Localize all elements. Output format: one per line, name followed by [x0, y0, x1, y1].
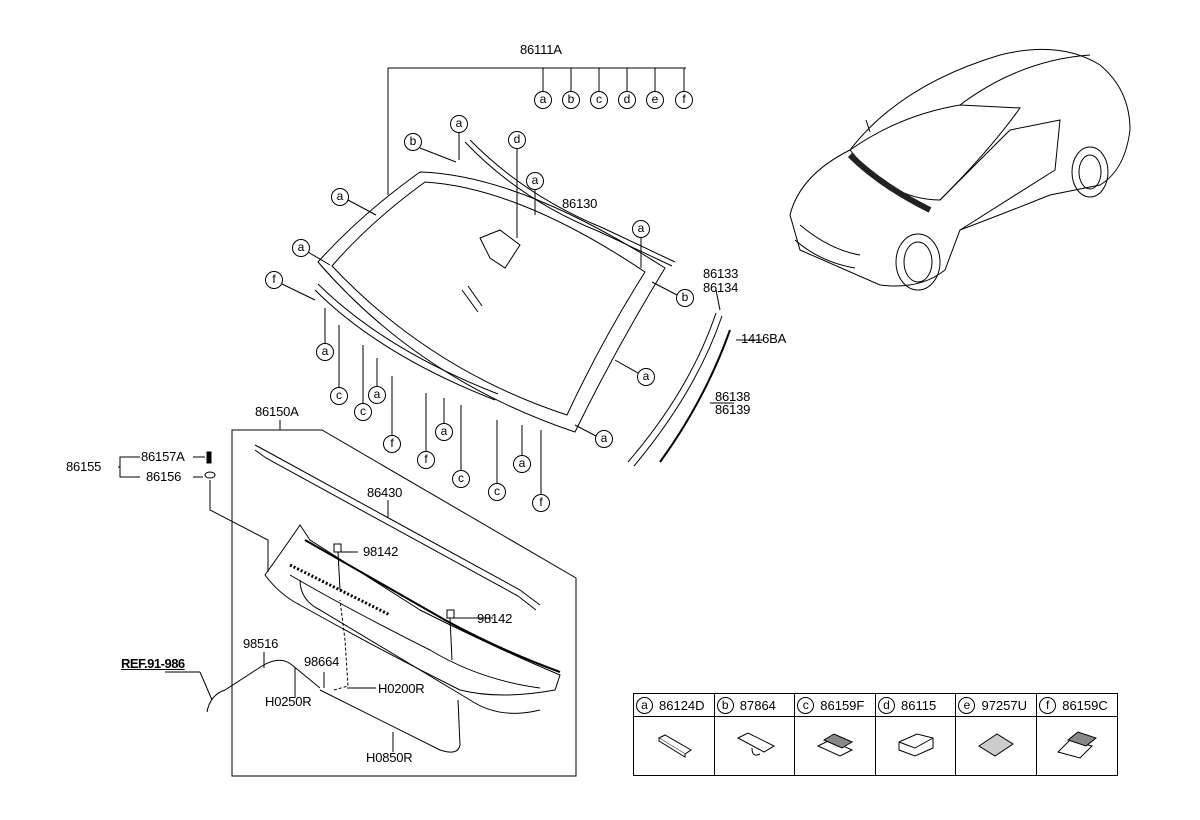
label-98142: 98142: [477, 611, 513, 626]
legend-image-row: [633, 716, 1118, 776]
label-H0200R: H0200R: [378, 681, 425, 696]
weatherstrip-seal: [254, 444, 541, 611]
callout: a: [292, 239, 310, 257]
label-98142: 98142: [363, 544, 399, 559]
label-86157A: 86157A: [141, 449, 185, 464]
callout: a: [331, 188, 349, 206]
top-molding: [464, 139, 676, 267]
side-molding: [627, 312, 731, 467]
legend-cell: f 86159C: [1036, 693, 1118, 717]
label-H0850R: H0850R: [366, 750, 413, 765]
legend-letter: c: [797, 696, 815, 714]
label-98664: 98664: [304, 654, 340, 669]
callout: a: [632, 220, 650, 238]
legend-cell: e 97257U: [955, 693, 1038, 717]
legend-cell: b 87864: [713, 693, 796, 717]
legend-cell: a 86124D: [633, 693, 715, 717]
callout: a: [513, 455, 531, 473]
label-98516: 98516: [243, 636, 279, 651]
bracket-letter-a: a: [534, 91, 552, 109]
label-86155: 86155: [66, 459, 102, 474]
legend-part-number: 87864: [739, 697, 776, 713]
callout: a: [368, 386, 386, 404]
legend-part-number: 97257U: [981, 697, 1028, 713]
leader-lines: [281, 132, 764, 495]
callout: b: [676, 289, 694, 307]
label-86111A: 86111A: [520, 42, 562, 57]
legend-part-number: 86159F: [820, 697, 865, 713]
bracket-letter-d: d: [618, 91, 636, 109]
legend-cell: c 86159F: [794, 693, 876, 717]
callout: f: [383, 435, 401, 453]
assembly-bracket-lines: [387, 67, 686, 195]
callout: a: [637, 368, 655, 386]
reference-link[interactable]: REF.91-986: [121, 656, 185, 671]
legend-image-d: [874, 716, 957, 776]
legend-image-f: [1036, 716, 1118, 776]
callout: a: [595, 430, 613, 448]
callout: a: [526, 172, 544, 190]
callout: c: [354, 403, 372, 421]
callout: c: [452, 470, 470, 488]
callout: a: [450, 115, 468, 133]
callout: d: [508, 131, 526, 149]
legend-image-e: [955, 716, 1038, 776]
label-86156: 86156: [146, 469, 182, 484]
callout: a: [435, 423, 453, 441]
windshield-glass: [317, 171, 666, 433]
label-86138: 86138: [715, 389, 751, 404]
legend-part-number: 86124D: [659, 697, 705, 713]
callout: c: [488, 483, 506, 501]
bracket-letter-f: f: [675, 91, 693, 109]
grommet-leaders: [333, 543, 493, 661]
callout: f: [417, 451, 435, 469]
legend-letter: f: [1039, 696, 1057, 714]
lower-molding: [314, 283, 499, 401]
vehicle-illustration: [789, 48, 1131, 291]
callout: c: [330, 387, 348, 405]
legend-image-b: [713, 716, 796, 776]
label-86134: 86134: [703, 280, 739, 295]
legend-letter: b: [716, 696, 734, 714]
fastener-bracket: [118, 451, 269, 572]
bracket-letter-c: c: [590, 91, 608, 109]
washer-hoses: [165, 599, 461, 753]
cowl-top-cover: [264, 524, 561, 714]
callout: f: [532, 494, 550, 512]
label-86430: 86430: [367, 485, 403, 500]
legend-letter: e: [958, 696, 976, 714]
legend-image-c: [794, 716, 876, 776]
bracket-letter-b: b: [562, 91, 580, 109]
legend-cell: d 86115: [874, 693, 957, 717]
legend-letter: d: [877, 696, 895, 714]
legend-part-number: 86115: [900, 697, 937, 713]
label-H0250R: H0250R: [265, 694, 312, 709]
label-86130: 86130: [562, 196, 598, 211]
legend-part-number: 86159C: [1062, 697, 1108, 713]
legend-image-a: [633, 716, 715, 776]
callout: b: [404, 133, 422, 151]
label-1416BA: 1416BA: [741, 331, 787, 346]
callout: a: [316, 343, 334, 361]
legend-letter: a: [636, 696, 653, 714]
label-86150A: 86150A: [255, 404, 299, 419]
label-86139: 86139: [715, 402, 751, 417]
cowl-assembly-box: [231, 429, 577, 777]
label-86133: 86133: [703, 266, 739, 281]
callout: f: [265, 271, 283, 289]
bracket-letter-e: e: [646, 91, 664, 109]
